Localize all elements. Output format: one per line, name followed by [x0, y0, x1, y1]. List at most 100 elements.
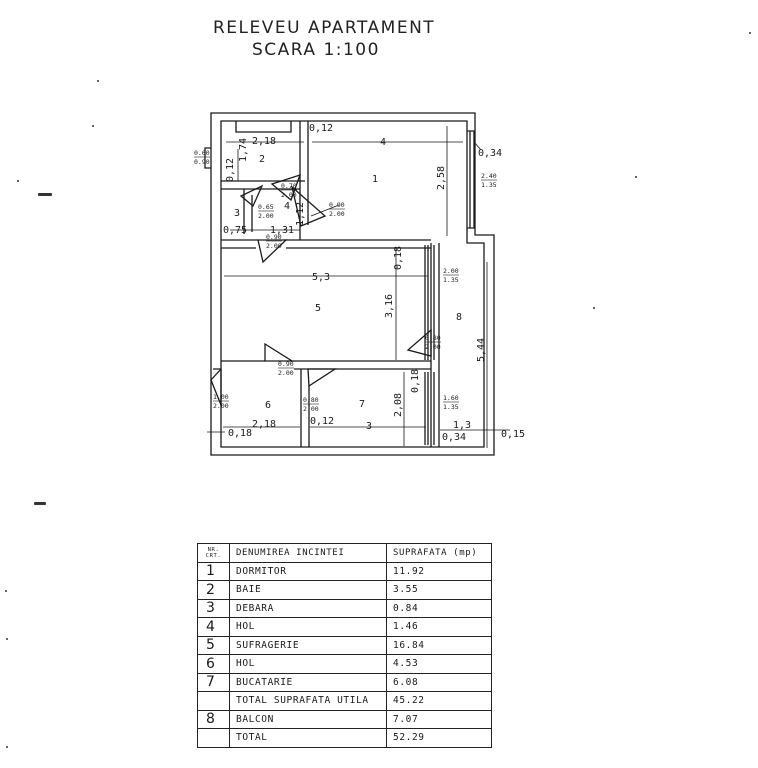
door-living-top	[257, 239, 288, 264]
row-name: DEBARA	[229, 598, 387, 618]
svg-text:0.80: 0.80	[425, 334, 441, 342]
dimension-label: 5,3	[312, 272, 330, 283]
dimension-label: 0,15	[501, 429, 525, 440]
opening-label: 0.902.00	[278, 360, 294, 377]
scan-speck	[593, 307, 595, 309]
outer-wall-inner	[220, 120, 485, 448]
room-number-2: 2	[259, 154, 265, 165]
opening-labels: 0.600.90 2.401.35 0.702.00 0.652.00 0.90…	[194, 149, 497, 413]
scan-speck	[38, 193, 52, 196]
bathroom-niche	[235, 121, 292, 133]
scan-speck	[6, 746, 8, 748]
svg-text:1.00: 1.00	[213, 393, 229, 401]
scan-speck	[635, 176, 637, 178]
door-living-bottom	[264, 342, 295, 362]
svg-text:2.00: 2.00	[266, 242, 282, 250]
wall-hall-kitchen	[300, 369, 310, 447]
row-area: 4.53	[386, 654, 492, 674]
door-hall-6	[210, 367, 222, 406]
dimension-label: 0,12	[225, 158, 236, 182]
svg-text:2.00: 2.00	[258, 212, 274, 220]
table-row: 3 DEBARA 0.84	[197, 598, 492, 618]
svg-text:0.90: 0.90	[278, 360, 294, 368]
scan-speck	[92, 125, 94, 127]
table-row: 2 BAIE 3.55	[197, 580, 492, 600]
row-name: HOL	[229, 617, 387, 637]
table-row-total: TOTAL 52.29	[197, 728, 492, 748]
dimension-label: 2,18	[252, 136, 276, 147]
row-name: TOTAL SUPRAFATA UTILA	[229, 691, 387, 711]
room-number-7: 7	[359, 399, 365, 410]
wall-living-bottom	[213, 360, 431, 370]
svg-text:2.00: 2.00	[213, 402, 229, 410]
svg-text:2.00: 2.00	[425, 343, 441, 351]
scan-speck	[749, 32, 751, 34]
wall-upper-lower	[221, 239, 431, 249]
dimension-label: 0,12	[310, 416, 334, 427]
row-name: HOL	[229, 654, 387, 674]
svg-text:0.90: 0.90	[194, 158, 210, 166]
dimension-label: 4	[380, 137, 386, 148]
opening-label: 2.401.35	[481, 172, 497, 189]
balcony-door-lower	[424, 372, 435, 445]
room-number-6: 6	[265, 400, 271, 411]
svg-text:2.00: 2.00	[281, 191, 297, 199]
row-nr: 3	[197, 598, 230, 618]
row-area: 16.84	[386, 635, 492, 655]
opening-label: 1.601.35	[443, 394, 459, 411]
door-balcony	[406, 328, 432, 357]
opening-label: 0.802.00	[303, 396, 319, 413]
row-area: 0.84	[386, 598, 492, 618]
row-name: BUCATARIE	[229, 672, 387, 692]
room-number-8: 8	[456, 312, 462, 323]
row-nr: 2	[197, 580, 230, 600]
room-number-3: 3	[234, 208, 240, 219]
table-row: 7 BUCATARIE 6.08	[197, 672, 492, 692]
dimension-label: 1,74	[238, 138, 249, 162]
table-row-total-useful: TOTAL SUPRAFATA UTILA 45.22	[197, 691, 492, 711]
svg-text:0.70: 0.70	[281, 182, 297, 190]
scan-speck	[97, 80, 99, 82]
svg-text:1.35: 1.35	[443, 276, 459, 284]
dimension-label: 0,75	[223, 225, 247, 236]
svg-text:1.35: 1.35	[443, 403, 459, 411]
svg-text:2.00: 2.00	[443, 267, 459, 275]
row-name: DORMITOR	[229, 561, 387, 581]
svg-text:1.35: 1.35	[481, 181, 497, 189]
scan-speck	[34, 502, 46, 505]
svg-text:2.00: 2.00	[303, 405, 319, 413]
dimension-label: 0,12	[309, 123, 333, 134]
dimension-label: 1,31	[270, 225, 294, 236]
door-hall-4	[290, 185, 327, 227]
row-nr	[197, 728, 230, 748]
opening-label: 0.652.00	[258, 203, 274, 220]
scale-subtitle: SCARA 1:100	[252, 40, 380, 60]
row-area: 1.46	[386, 617, 492, 637]
row-area: 52.29	[386, 728, 492, 748]
dimension-label: 2,08	[393, 393, 404, 417]
opening-label: 2.001.35	[443, 267, 459, 284]
table-row: 8 BALCON 7.07	[197, 709, 492, 729]
dimension-lines	[207, 126, 510, 448]
dimension-label: 3,16	[384, 294, 395, 318]
window-bedroom	[467, 130, 475, 229]
door-bathroom	[270, 173, 302, 202]
row-area: 3.55	[386, 580, 492, 600]
header-name: DENUMIREA INCINTEI	[229, 543, 387, 563]
svg-text:1.60: 1.60	[443, 394, 459, 402]
opening-label: 0.902.00	[329, 201, 345, 218]
dimension-label: 0,34	[478, 148, 502, 159]
svg-text:0.65: 0.65	[258, 203, 274, 211]
svg-text:0.90: 0.90	[329, 201, 345, 209]
header-nr: NR.CRT.	[197, 543, 230, 563]
svg-text:2.00: 2.00	[278, 369, 294, 377]
row-nr: 6	[197, 654, 230, 674]
scan-speck	[5, 590, 7, 592]
svg-text:0.90: 0.90	[266, 233, 282, 241]
table-row: 5 SUFRAGERIE 16.84	[197, 635, 492, 655]
table-row: 1 DORMITOR 11.92	[197, 561, 492, 581]
rooms-table: NR.CRT. DENUMIREA INCINTEI SUPRAFATA (mp…	[197, 543, 492, 748]
room-number-4: 4	[284, 201, 290, 212]
svg-text:0.80: 0.80	[303, 396, 319, 404]
row-nr: 1	[197, 561, 230, 581]
